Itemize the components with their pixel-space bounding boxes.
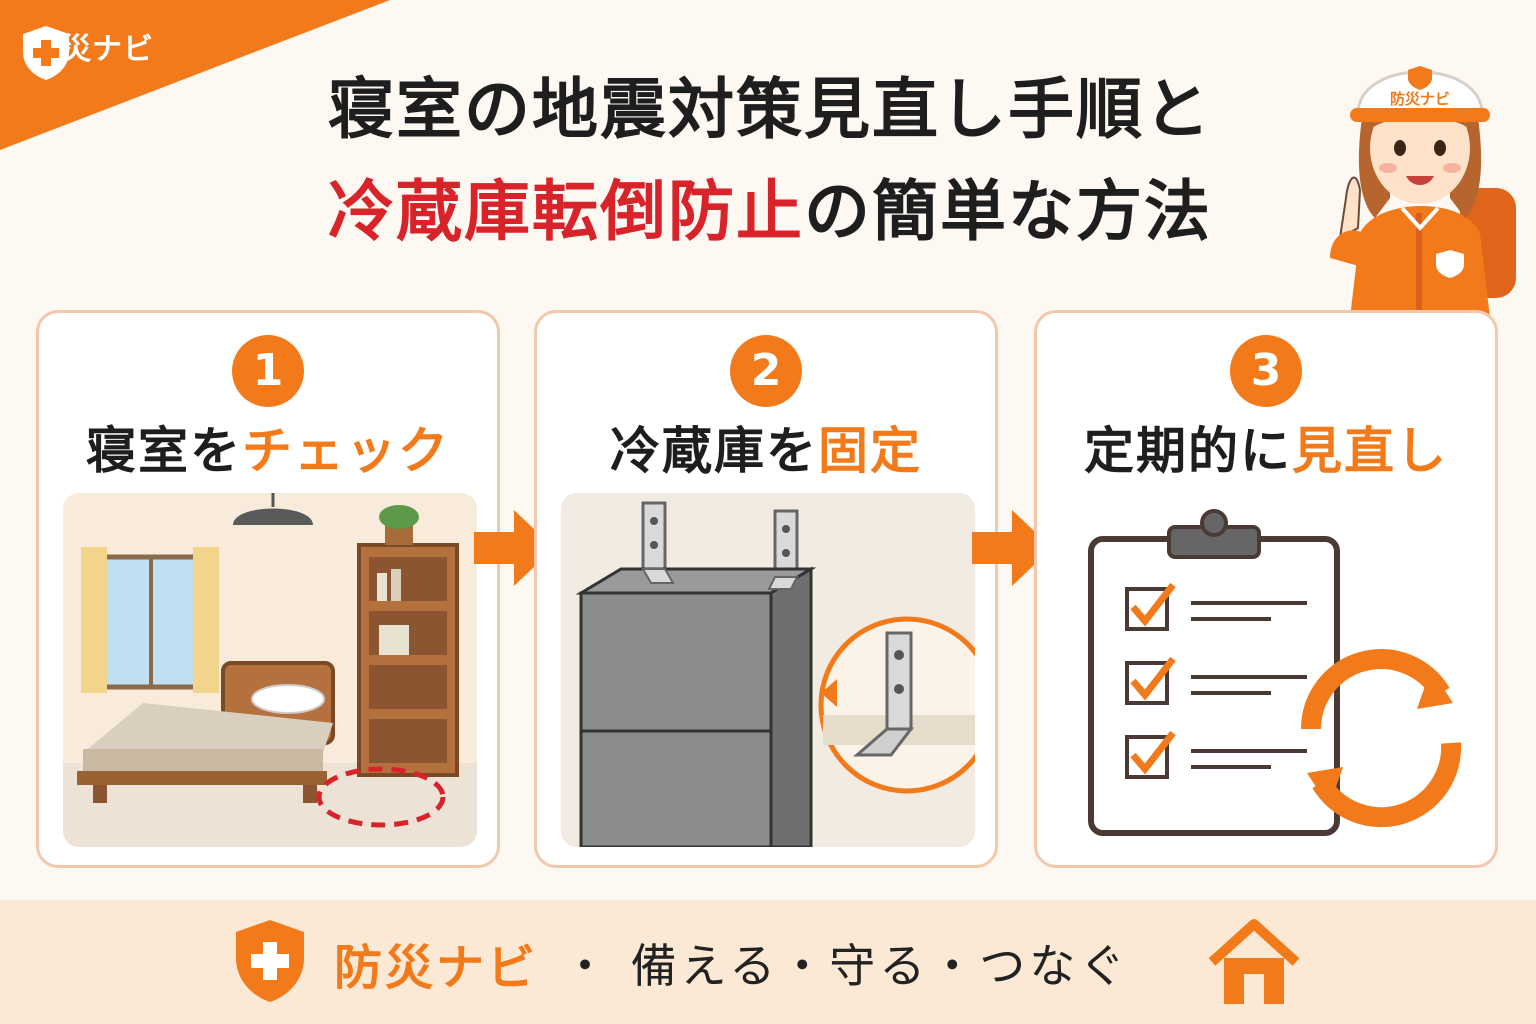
shield-plus-icon: [230, 916, 310, 1010]
step-3-label-orange: 見直し: [1292, 422, 1448, 480]
title-line-1: 寝室の地震対策見直し手順と: [328, 71, 1212, 148]
mascot-helmet-label: 防災ナビ: [1390, 90, 1450, 108]
step-number-1: 1: [232, 335, 304, 407]
corner-brand-badge: 防災ナビ: [0, 0, 390, 150]
step-1-label-orange: チェック: [242, 422, 450, 480]
page-title: 寝室の地震対策見直し手順と 冷蔵庫転倒防止の簡単な方法: [220, 62, 1320, 260]
step-2-label-dark: 冷蔵庫を: [610, 422, 818, 480]
title-highlight: 冷蔵庫転倒防止: [328, 173, 804, 250]
arrow-right-icon: [972, 510, 1052, 590]
step-card-2: 2 冷蔵庫を固定: [534, 310, 998, 868]
title-line-2: 冷蔵庫転倒防止の簡単な方法: [220, 164, 1320, 260]
step-card-1: 1 寝室をチェック: [36, 310, 500, 868]
house-icon: [1206, 918, 1302, 1012]
step-number-2: 2: [730, 335, 802, 407]
bedroom-icon: [63, 493, 477, 847]
footer-brand: 防災ナビ: [334, 940, 539, 996]
step-2-label-orange: 固定: [818, 422, 922, 480]
step-3-label-dark: 定期的に: [1084, 422, 1292, 480]
footer-bar: 防災ナビ ・ 備える・守る・つなぐ: [0, 900, 1536, 1024]
step-label-2: 冷蔵庫を固定: [537, 411, 995, 483]
footer-tagline: ・ 備える・守る・つなぐ: [562, 939, 1130, 993]
step-number-3: 3: [1230, 335, 1302, 407]
checklist-icon: [1061, 493, 1475, 847]
step-card-3: 3 定期的に見直し: [1034, 310, 1498, 868]
title-rest: の簡単な方法: [804, 173, 1212, 250]
step-label-1: 寝室をチェック: [39, 411, 497, 483]
step-label-3: 定期的に見直し: [1037, 411, 1495, 483]
step-1-label-dark: 寝室を: [86, 422, 242, 480]
fridge-bracket-icon: [561, 493, 975, 847]
mascot-illustration: 防災ナビ: [1320, 18, 1520, 318]
